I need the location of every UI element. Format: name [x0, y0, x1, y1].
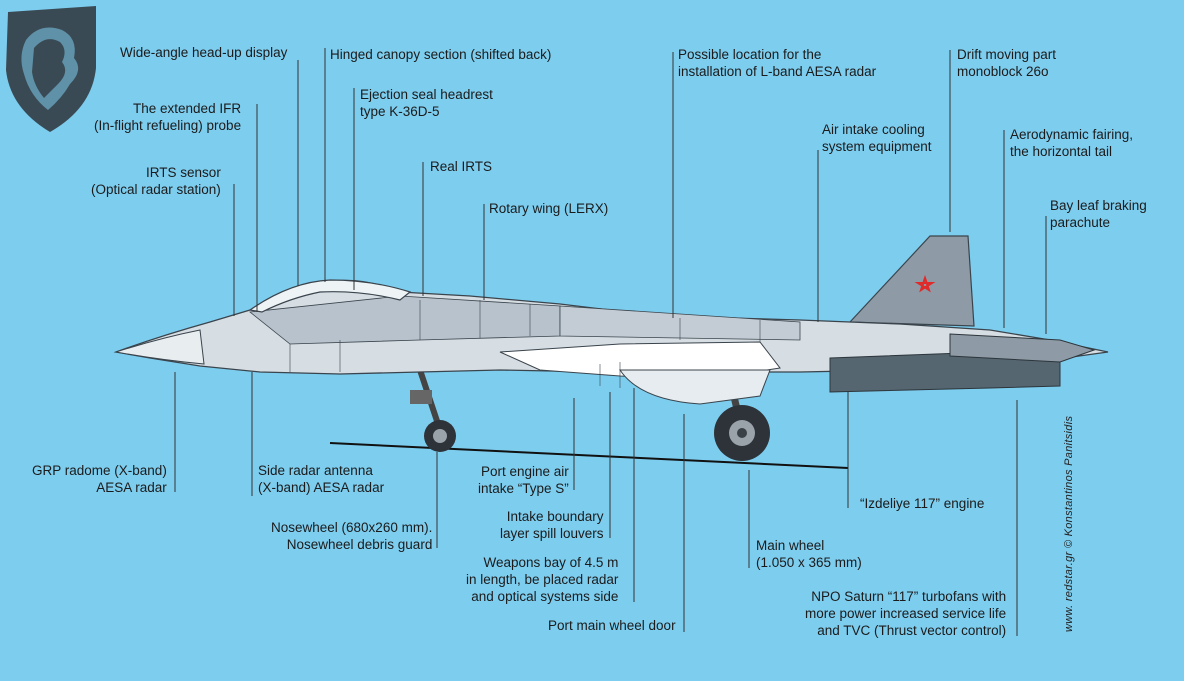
red-star-icon: [914, 274, 936, 293]
label-louvers: Intake boundary layer spill louvers: [500, 509, 604, 541]
nose-gear: [410, 369, 456, 452]
main-gear: [714, 379, 770, 461]
label-engine: “Izdeliye 117” engine: [860, 496, 985, 511]
label-side-radar: Side radar antenna (X-band) AESA radar: [258, 463, 385, 495]
label-fairing: Aerodynamic fairing, the horizontal tail: [1010, 127, 1134, 159]
label-radome: GRP radome (X-band) AESA radar: [32, 463, 167, 495]
label-weapons-bay: Weapons bay of 4.5 m in length, be place…: [466, 555, 619, 604]
ground-line: [329, 442, 849, 469]
label-lband: Possible location for the installation o…: [678, 47, 877, 79]
label-parachute: Bay leaf braking parachute: [1050, 198, 1147, 230]
label-turbofans: NPO Saturn “117” turbofans with more pow…: [805, 589, 1007, 638]
label-intake: Port engine air intake “Type S”: [478, 464, 569, 496]
label-cooling: Air intake cooling system equipment: [822, 122, 932, 154]
label-main-wheel: Main wheel (1.050 x 365 mm): [756, 538, 862, 570]
shield-logo: [6, 6, 96, 132]
radome: [115, 329, 205, 365]
label-lerx: Rotary wing (LERX): [489, 201, 609, 216]
vertical-tail: [848, 235, 975, 327]
label-ifr: The extended IFR (In-flight refueling) p…: [94, 101, 242, 133]
label-irts-sensor: IRTS sensor (Optical radar station): [91, 165, 221, 197]
leader-lines: [174, 48, 1047, 636]
credit-text: www. redstar.gr © Konstantinos Panitsidi…: [1063, 415, 1075, 632]
label-drift: Drift moving part monoblock 26o: [957, 47, 1057, 79]
canopy: [248, 279, 412, 313]
label-hud: Wide-angle head-up display: [120, 45, 288, 60]
label-canopy: Hinged canopy section (shifted back): [330, 47, 552, 62]
label-nosewheel: Nosewheel (680x260 mm). Nosewheel debris…: [271, 520, 433, 552]
label-seat: Ejection seal headrest type K-36D-5: [360, 87, 493, 119]
label-wheel-door: Port main wheel door: [548, 618, 676, 633]
label-real-irts: Real IRTS: [430, 159, 493, 174]
